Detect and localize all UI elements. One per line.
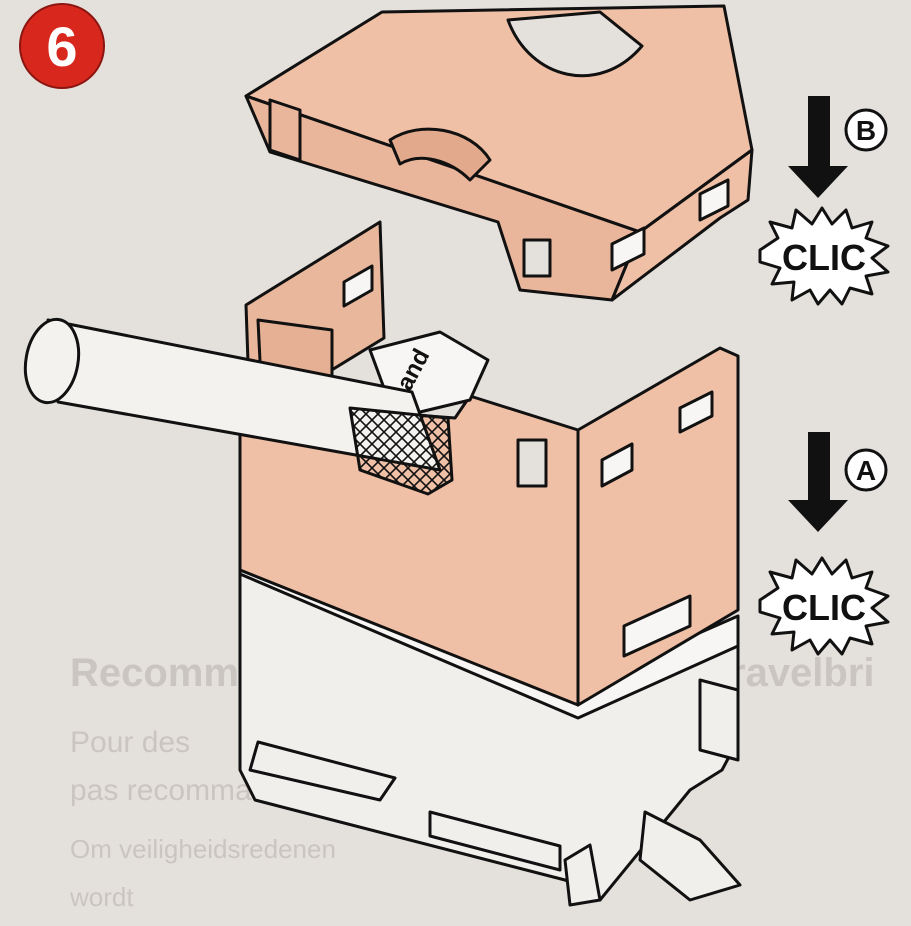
- burst-icon-b: [758, 206, 890, 306]
- letter-a-circle: [844, 448, 888, 492]
- bg-heading-tail: ravelbri: [730, 651, 875, 695]
- lower-housing-slot-1: [342, 264, 374, 308]
- burst-icon-a: [758, 556, 890, 656]
- step-number: 6: [46, 15, 77, 78]
- upper-cover-cutout: [506, 10, 644, 78]
- upper-cover-slot-2: [698, 178, 730, 222]
- base-bottom-feet: [248, 740, 562, 872]
- letter-a: A: [856, 455, 876, 486]
- cable-mesh-sleeve: [348, 406, 454, 496]
- upper-cover-inner-ridge: [388, 127, 492, 182]
- marker-b: B CLIC: [758, 96, 890, 306]
- bg-line-4: wordt: [69, 882, 134, 912]
- upper-cover: [244, 4, 754, 302]
- letter-b-circle: [844, 108, 888, 152]
- bg-line-3: Om veiligheidsredenen: [70, 834, 336, 864]
- upper-cover-slot-1: [610, 226, 646, 272]
- step-badge-circle: [19, 3, 105, 89]
- lower-housing: [238, 220, 740, 707]
- arrow-down-icon-b: [788, 96, 848, 198]
- lower-housing-slot-3: [600, 442, 634, 488]
- lower-housing-notch: [516, 438, 548, 488]
- arrow-down-icon-a: [788, 432, 848, 532]
- step-badge: 6: [19, 3, 105, 89]
- upper-cover-tab-left: [268, 98, 302, 162]
- lower-housing-slot-4: [622, 594, 692, 658]
- letter-b: B: [856, 115, 876, 146]
- base-side-latch: [698, 678, 740, 762]
- cable-end: [23, 317, 81, 405]
- base-corner-clip: [563, 843, 602, 907]
- base-front-tab: [638, 810, 742, 902]
- cable: [23, 317, 454, 496]
- marker-a: A CLIC: [758, 432, 890, 656]
- clic-a: CLIC: [782, 587, 866, 628]
- clic-b: CLIC: [782, 237, 866, 278]
- upper-cover-notch: [522, 238, 552, 278]
- bg-line-1: Pour des: [70, 726, 190, 759]
- lower-housing-slot-2: [678, 390, 714, 434]
